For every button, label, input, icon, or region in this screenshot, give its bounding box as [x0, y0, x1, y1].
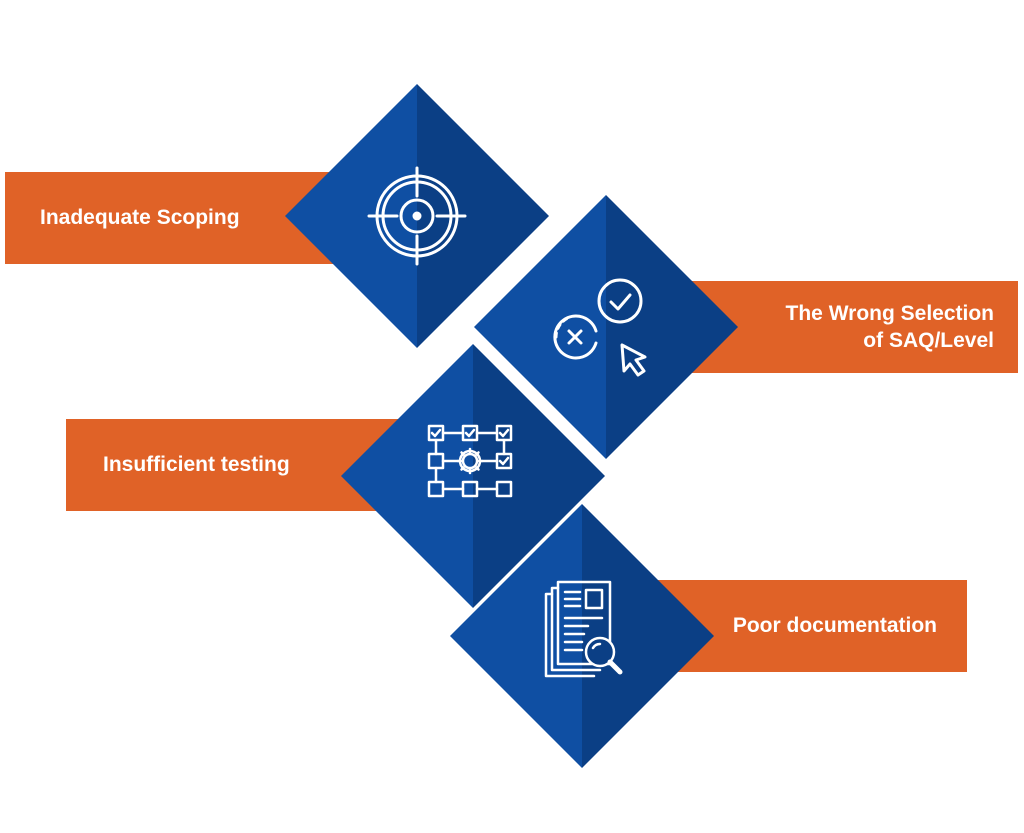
diamond-inadequate-scoping: [285, 84, 549, 348]
target-icon: [367, 166, 467, 266]
diamond-insufficient-testing: [341, 344, 605, 608]
banner-label: Poor documentation: [732, 614, 937, 638]
banner-label: The Wrong Selection of SAQ/Level: [785, 301, 994, 352]
diamond-poor-documentation: [450, 504, 714, 768]
document-search-icon: [544, 580, 623, 678]
test-flow-gear-icon: [427, 424, 513, 498]
check-cross-cursor-icon: [553, 278, 647, 377]
banner-label: Inadequate Scoping: [40, 206, 240, 230]
banner-label: Insufficient testing: [103, 453, 290, 477]
diamond-wrong-selection: [474, 195, 738, 459]
